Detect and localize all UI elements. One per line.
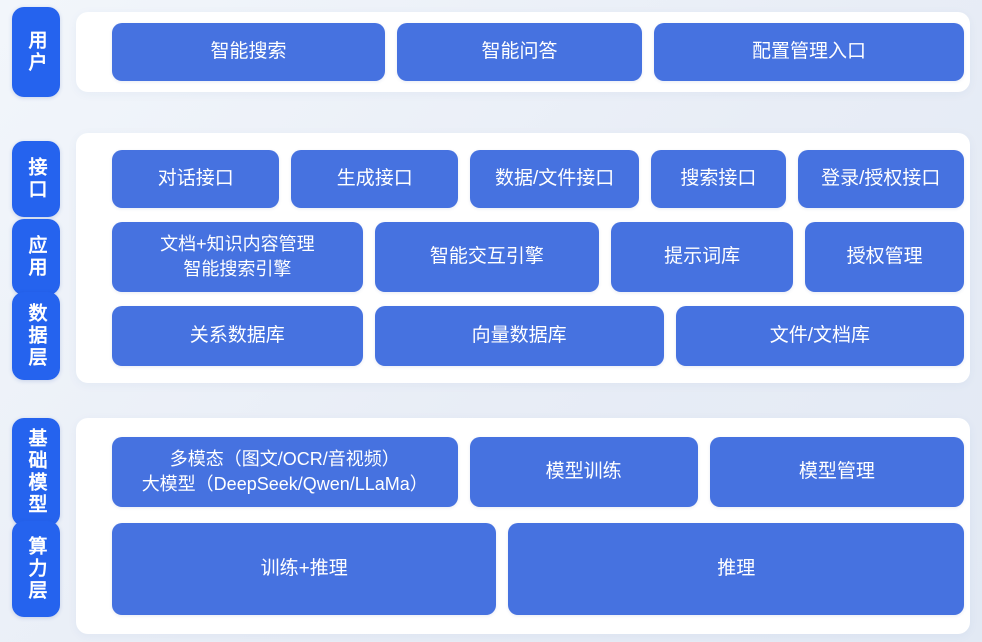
compute-layer-row: 算力层 训练+推理 推理 <box>12 521 970 617</box>
node-multimodal-llm: 多模态（图文/OCR/音视频） 大模型（DeepSeek/Qwen/LLaMa） <box>112 437 458 507</box>
layer-label-application: 应用 <box>12 219 60 295</box>
node-training-plus-inference: 训练+推理 <box>112 523 497 615</box>
node-login-auth-api: 登录/授权接口 <box>797 150 964 208</box>
node-model-training: 模型训练 <box>469 437 698 507</box>
node-authorization-management: 授权管理 <box>805 222 964 292</box>
node-dialog-api: 对话接口 <box>112 150 280 208</box>
node-data-file-api: 数据/文件接口 <box>469 150 640 208</box>
data-layer-row: 数据层 关系数据库 向量数据库 文件/文档库 <box>12 292 970 380</box>
node-file-document-store: 文件/文档库 <box>675 306 964 366</box>
node-inference: 推理 <box>508 523 964 615</box>
foundation-model-layer-row: 基础模型 多模态（图文/OCR/音视频） 大模型（DeepSeek/Qwen/L… <box>12 418 970 526</box>
bottom-layers-panel: 基础模型 多模态（图文/OCR/音视频） 大模型（DeepSeek/Qwen/L… <box>12 418 970 634</box>
node-relational-database: 关系数据库 <box>112 306 363 366</box>
node-model-management: 模型管理 <box>709 437 964 507</box>
middle-layers-panel: 接口 对话接口 生成接口 数据/文件接口 搜索接口 登录/授权接口 应用 文档+… <box>12 133 970 383</box>
node-config-management-entry: 配置管理入口 <box>654 23 964 81</box>
node-smart-qa: 智能问答 <box>397 23 642 81</box>
node-prompt-library: 提示词库 <box>610 222 794 292</box>
layer-label-compute: 算力层 <box>12 521 60 617</box>
application-layer-row: 应用 文档+知识内容管理 智能搜索引擎 智能交互引擎 提示词库 授权管理 <box>12 219 970 295</box>
node-vector-database: 向量数据库 <box>374 306 664 366</box>
node-intelligent-interaction-engine: 智能交互引擎 <box>374 222 599 292</box>
node-doc-knowledge-search-engine: 文档+知识内容管理 智能搜索引擎 <box>112 222 363 292</box>
node-smart-search: 智能搜索 <box>112 23 385 81</box>
layer-label-data: 数据层 <box>12 292 60 380</box>
user-layer-row: 用户 智能搜索 智能问答 配置管理入口 <box>12 7 970 97</box>
interface-layer-row: 接口 对话接口 生成接口 数据/文件接口 搜索接口 登录/授权接口 <box>12 141 970 217</box>
node-generation-api: 生成接口 <box>291 150 458 208</box>
user-layer-panel: 用户 智能搜索 智能问答 配置管理入口 <box>12 7 970 97</box>
layer-label-foundation-model: 基础模型 <box>12 418 60 526</box>
layer-label-user: 用户 <box>12 7 60 97</box>
layer-label-interface: 接口 <box>12 141 60 217</box>
node-search-api: 搜索接口 <box>651 150 786 208</box>
